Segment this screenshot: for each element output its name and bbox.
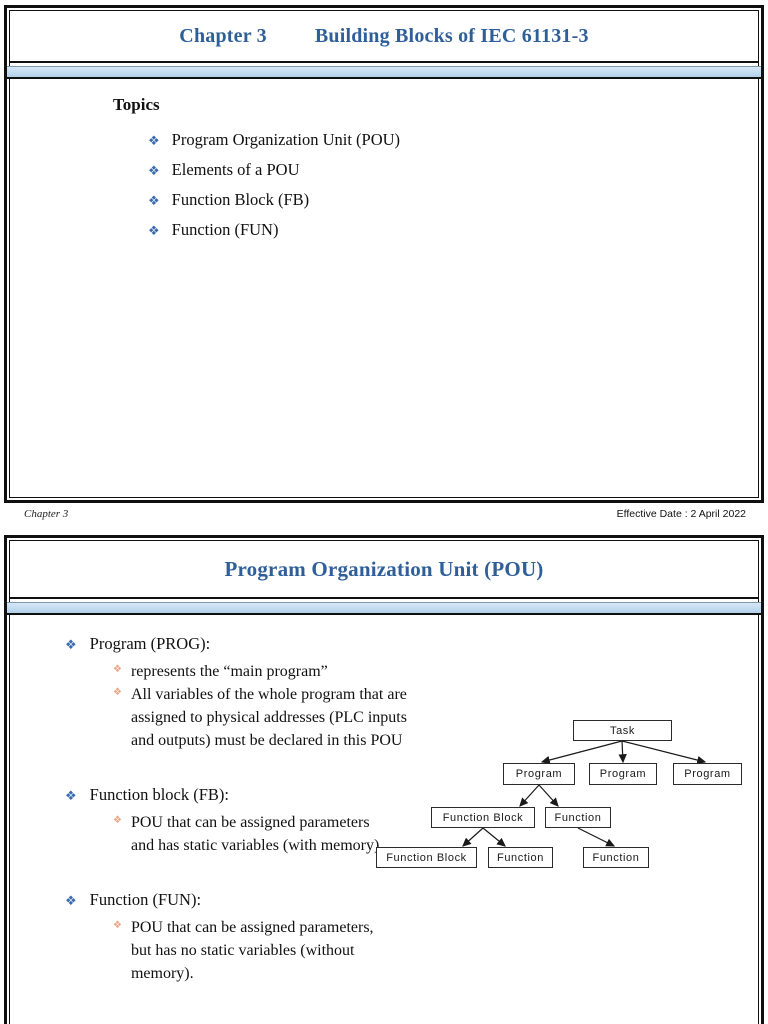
diamond-bullet-icon: ❖ bbox=[65, 637, 77, 652]
slide-inner-border bbox=[9, 10, 759, 498]
topic-item: ❖ Program Organization Unit (POU) bbox=[148, 125, 761, 155]
sub-bullet-text: POU that can be assigned parameters, but… bbox=[130, 919, 374, 982]
topic-item-label: Program Organization Unit (POU) bbox=[171, 130, 401, 149]
diamond-bullet-icon: ❖ bbox=[148, 163, 160, 178]
diamond-sub-bullet-icon: ❖ bbox=[113, 687, 122, 698]
bullet-groups: ❖ Program (PROG): ❖ represents the “main… bbox=[65, 634, 417, 985]
diamond-bullet-icon: ❖ bbox=[148, 193, 160, 208]
diagram-node-function-3: Function bbox=[583, 847, 649, 868]
bullet-group-function-block: ❖ Function block (FB): ❖ POU that can be… bbox=[65, 785, 417, 857]
sub-bullet-row: ❖ All variables of the whole program tha… bbox=[113, 683, 417, 752]
sub-bullet-text: represents the “main program” bbox=[130, 663, 328, 680]
slide1-content: Topics ❖ Program Organization Unit (POU)… bbox=[7, 95, 761, 245]
diagram-node-program-2: Program bbox=[589, 763, 657, 785]
diamond-sub-bullet-icon: ❖ bbox=[113, 920, 122, 931]
page-footer: Chapter 3 Effective Date : 2 April 2022 bbox=[4, 506, 764, 520]
diamond-bullet-icon: ❖ bbox=[148, 133, 160, 148]
sub-bullet-row: ❖ POU that can be assigned parameters an… bbox=[113, 811, 417, 857]
slide1-title-text: Building Blocks of IEC 61131-3 bbox=[314, 24, 589, 47]
bullet-group-program: ❖ Program (PROG): ❖ represents the “main… bbox=[65, 634, 417, 752]
pou-hierarchy-diagram: Task Program Program Program Function Bl… bbox=[375, 720, 757, 880]
slide2-title: Program Organization Unit (POU) bbox=[224, 556, 544, 581]
topic-item: ❖ Function Block (FB) bbox=[148, 185, 761, 215]
diagram-node-program-1: Program bbox=[503, 763, 575, 785]
bullet-heading: Function (FUN): bbox=[89, 890, 202, 909]
divider-bar bbox=[7, 66, 761, 79]
footer-chapter-label: Chapter 3 bbox=[24, 508, 69, 520]
diagram-arrows bbox=[462, 740, 707, 847]
slide-1: Chapter 3 Building Blocks of IEC 61131-3… bbox=[4, 5, 764, 503]
sub-bullet-text: All variables of the whole program that … bbox=[130, 686, 407, 749]
topic-item: ❖ Elements of a POU bbox=[148, 155, 761, 185]
bullet-heading-row: ❖ Program (PROG): bbox=[65, 634, 417, 654]
topics-heading: Topics bbox=[113, 95, 160, 114]
bullet-heading: Function block (FB): bbox=[89, 785, 229, 804]
slide1-title-area: Chapter 3 Building Blocks of IEC 61131-3 bbox=[10, 11, 758, 63]
footer-effective-date: Effective Date : 2 April 2022 bbox=[616, 508, 746, 520]
slide1-title-chapter: Chapter 3 bbox=[179, 24, 267, 47]
topic-item-label: Function (FUN) bbox=[171, 220, 279, 239]
diamond-bullet-icon: ❖ bbox=[65, 893, 77, 908]
bullet-heading: Program (PROG): bbox=[89, 634, 211, 653]
diagram-node-task: Task bbox=[573, 720, 672, 741]
diamond-bullet-icon: ❖ bbox=[148, 223, 160, 238]
diagram-node-function-block-1: Function Block bbox=[431, 807, 535, 828]
topic-item: ❖ Function (FUN) bbox=[148, 215, 761, 245]
topic-item-label: Function Block (FB) bbox=[171, 190, 310, 209]
topic-item-label: Elements of a POU bbox=[171, 160, 300, 179]
diagram-node-function-1: Function bbox=[545, 807, 611, 828]
bullet-group-function: ❖ Function (FUN): ❖ POU that can be assi… bbox=[65, 890, 417, 985]
diamond-sub-bullet-icon: ❖ bbox=[113, 664, 122, 675]
divider-bar bbox=[7, 602, 761, 615]
slide-2: Program Organization Unit (POU) ❖ Progra… bbox=[4, 535, 764, 1024]
bullet-heading-row: ❖ Function (FUN): bbox=[65, 890, 417, 910]
sub-bullet-text: POU that can be assigned parameters and … bbox=[130, 814, 384, 854]
slide2-title-area: Program Organization Unit (POU) bbox=[10, 541, 758, 599]
diamond-sub-bullet-icon: ❖ bbox=[113, 815, 122, 826]
sub-bullet-row: ❖ represents the “main program” bbox=[113, 660, 417, 683]
topics-list: ❖ Program Organization Unit (POU) ❖ Elem… bbox=[148, 125, 761, 245]
slide2-content: ❖ Program (PROG): ❖ represents the “main… bbox=[7, 634, 761, 985]
bullet-heading-row: ❖ Function block (FB): bbox=[65, 785, 417, 805]
diagram-node-program-3: Program bbox=[673, 763, 742, 785]
slide1-title: Chapter 3 Building Blocks of IEC 61131-3 bbox=[179, 25, 588, 48]
diagram-node-function-block-2: Function Block bbox=[376, 847, 477, 868]
diagram-node-function-2: Function bbox=[488, 847, 553, 868]
sub-bullet-row: ❖ POU that can be assigned parameters, b… bbox=[113, 916, 417, 985]
diamond-bullet-icon: ❖ bbox=[65, 788, 77, 803]
